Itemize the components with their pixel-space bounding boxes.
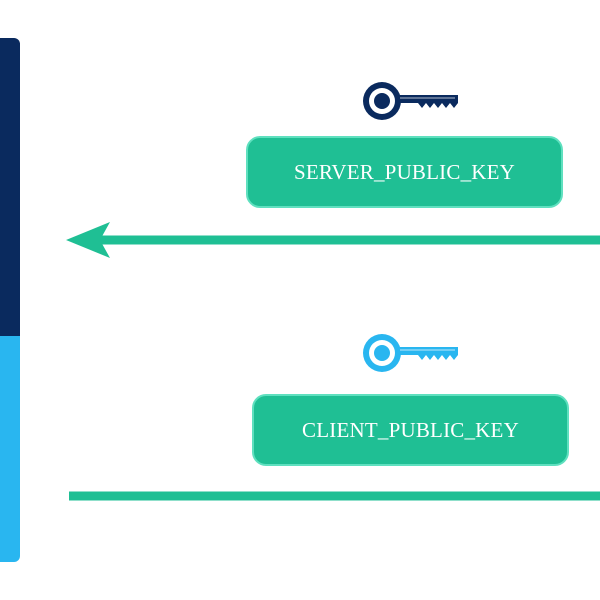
client-entity-bar xyxy=(0,38,20,562)
client-public-key-label: CLIENT_PUBLIC_KEY xyxy=(252,394,569,466)
server-public-key-label: SERVER_PUBLIC_KEY xyxy=(246,136,563,208)
server-to-client-arrowhead xyxy=(66,222,110,258)
client-key-icon xyxy=(363,334,458,372)
server-key-icon xyxy=(363,82,458,120)
client-public-key-text: CLIENT_PUBLIC_KEY xyxy=(302,417,519,442)
client-entity-bar-sky-section xyxy=(0,336,20,562)
server-public-key-text: SERVER_PUBLIC_KEY xyxy=(293,159,516,184)
client-entity-bar-navy-section xyxy=(0,38,20,336)
